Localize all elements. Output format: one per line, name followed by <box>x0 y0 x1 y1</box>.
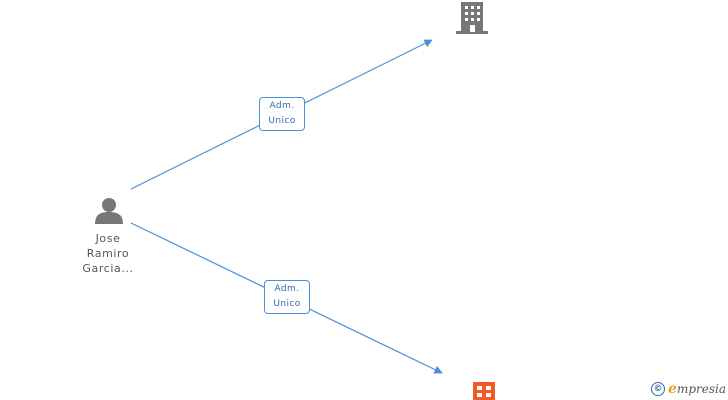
company-grid-icon[interactable] <box>473 382 495 400</box>
brand-initial: e <box>668 381 677 397</box>
person-name-line-1: Jose <box>95 232 121 245</box>
person-name-label[interactable]: Jose Ramiro Garcia... <box>70 231 146 276</box>
edge-label-line-2: Unico <box>268 116 296 126</box>
edge-label-line-1: Adm. <box>274 284 300 294</box>
copyright-icon: © <box>651 382 666 396</box>
person-icon[interactable] <box>95 198 123 224</box>
edge-label-line-2: Unico <box>273 299 301 309</box>
person-name-line-3: Garcia... <box>82 262 134 275</box>
edge-label-box-bottom[interactable]: Adm. Unico <box>264 280 310 314</box>
edge-label-box-top[interactable]: Adm. Unico <box>259 97 305 131</box>
building-icon[interactable] <box>456 2 488 34</box>
brand-logo: empresia <box>668 381 726 397</box>
person-name-line-2: Ramiro <box>86 247 130 260</box>
brand-name: mpresia <box>676 382 726 396</box>
edge-label-line-1: Adm. <box>269 101 295 111</box>
empresia-watermark: © empresia <box>651 381 726 397</box>
